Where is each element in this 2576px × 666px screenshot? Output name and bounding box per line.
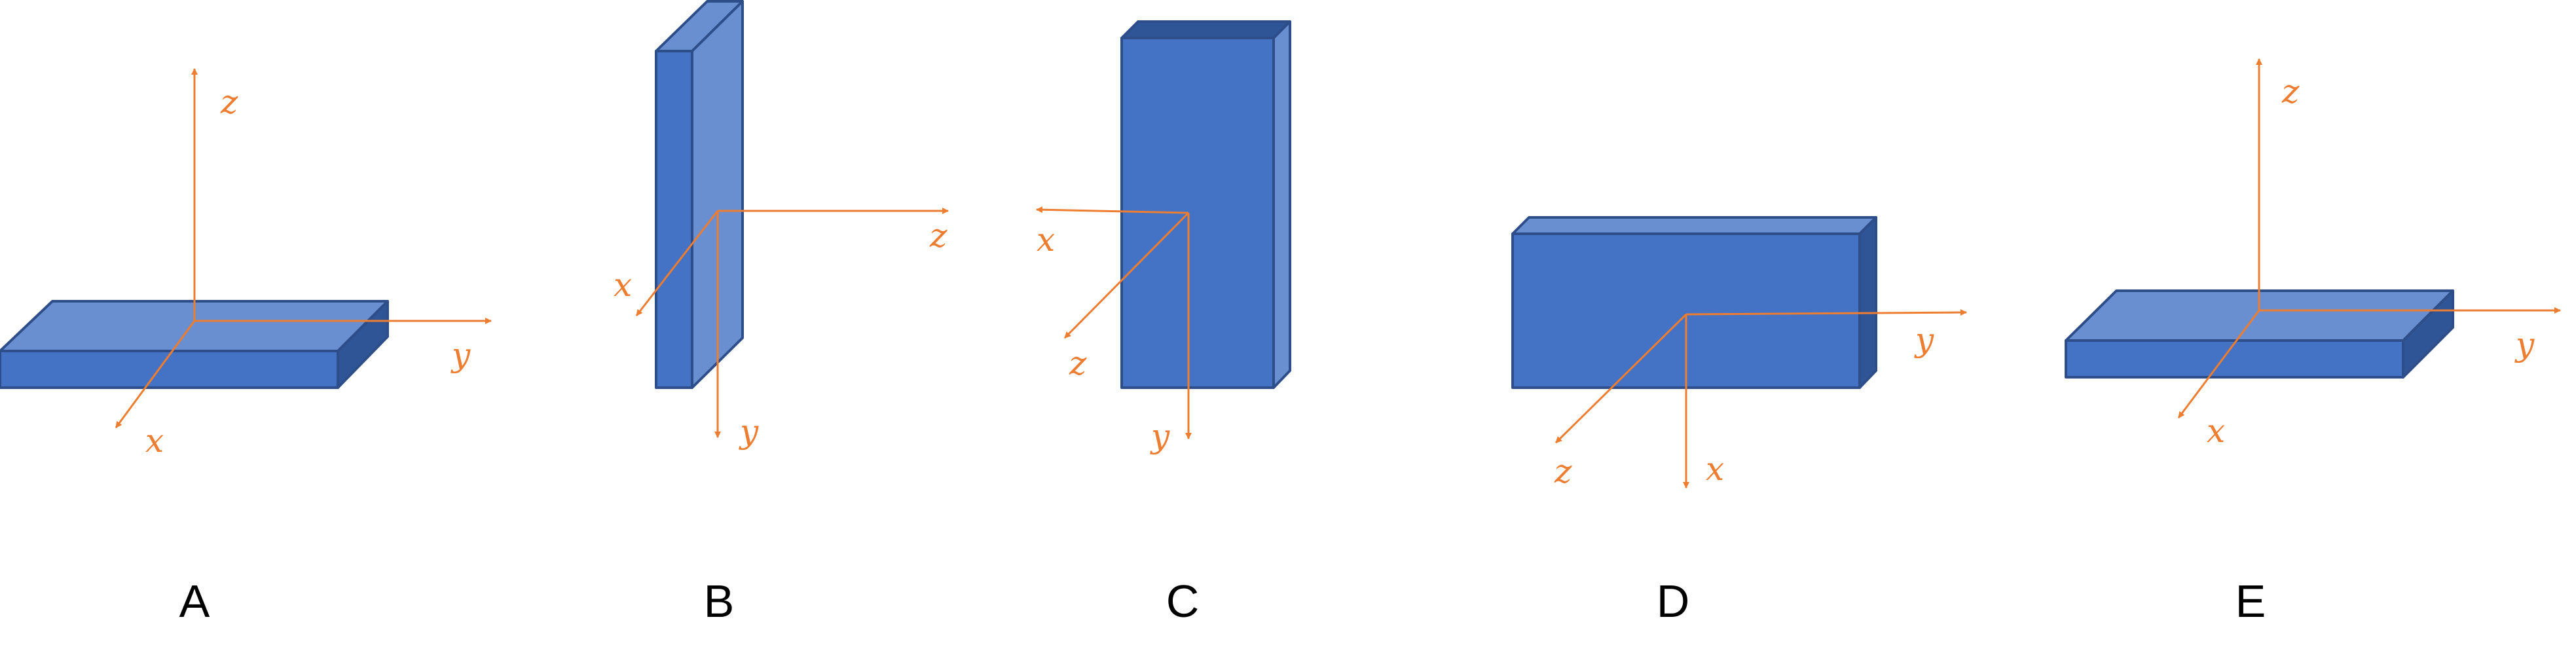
axes <box>2177 58 2561 418</box>
z-axis-label: z <box>1554 453 1572 490</box>
box-front-face <box>2065 339 2404 379</box>
wide-box <box>1511 216 1877 389</box>
z-axis-arrow <box>1063 212 1190 339</box>
x-axis-label: x <box>145 422 164 460</box>
z-axis-label: z <box>220 83 238 121</box>
axes <box>115 68 492 428</box>
box-side-face <box>1272 20 1291 389</box>
x-axis-arrow <box>2177 310 2260 418</box>
x-axis-label: x <box>1706 450 1724 488</box>
panel-label: C <box>1166 576 1200 627</box>
x-axis-label: x <box>614 266 632 304</box>
y-axis-label: y <box>1914 321 1934 359</box>
axes <box>1555 309 1967 489</box>
panel-a: z y x A <box>0 68 492 627</box>
panel-b: z y x B <box>614 0 949 627</box>
y-axis-label: y <box>1150 417 1170 455</box>
axes <box>1036 206 1192 439</box>
panel-label: E <box>2236 576 2266 627</box>
y-axis-label: y <box>739 413 759 451</box>
box-side-face <box>1858 216 1877 389</box>
flat-box <box>0 300 389 389</box>
thin-slab <box>655 0 744 389</box>
x-axis-arrow <box>1036 206 1189 214</box>
y-axis-arrow <box>1685 309 1967 316</box>
y-axis-label: y <box>2514 325 2535 363</box>
x-axis-arrow <box>115 320 196 428</box>
x-axis-arrow <box>635 210 719 316</box>
x-axis-label: x <box>1037 221 1055 259</box>
box-front-face <box>655 50 693 389</box>
panel-c: x y z C <box>1036 20 1291 627</box>
panel-label: A <box>179 576 210 627</box>
panel-e: z y x E <box>2065 58 2561 627</box>
y-axis-label: y <box>451 336 471 374</box>
tall-box <box>1120 20 1291 389</box>
panel-d: y x z D <box>1511 216 1967 627</box>
z-axis-label: z <box>929 217 948 255</box>
z-axis-arrow <box>1555 313 1687 444</box>
box-top-face <box>1511 216 1877 235</box>
box-top-face <box>1120 20 1291 39</box>
box-side-face <box>691 0 744 389</box>
panel-label: B <box>704 576 735 627</box>
flat-box <box>2065 289 2454 379</box>
axes <box>635 208 949 438</box>
x-axis-label: x <box>2207 412 2225 450</box>
z-axis-label: z <box>1069 344 1087 382</box>
z-axis-label: z <box>2281 73 2300 111</box>
panel-label: D <box>1657 576 1690 627</box>
box-side-face <box>2402 289 2454 379</box>
box-side-face <box>337 300 389 389</box>
